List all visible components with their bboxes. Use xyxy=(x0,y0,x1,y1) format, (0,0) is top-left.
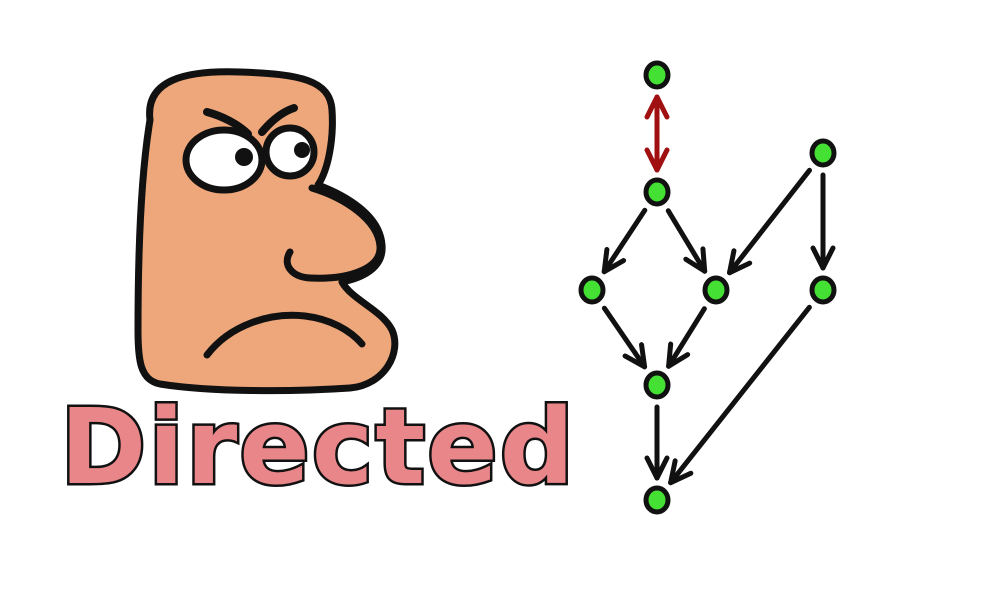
caption-directed: Directed xyxy=(58,386,577,508)
graph-edges xyxy=(601,94,836,486)
graph-edge-g-d xyxy=(727,167,812,276)
left-eye xyxy=(182,126,266,194)
directed-graph xyxy=(578,60,837,515)
angry-face-icon xyxy=(134,68,399,395)
graph-edge-h-f xyxy=(668,304,812,486)
nose xyxy=(283,184,384,282)
graph-node-b xyxy=(643,177,671,207)
right-eye xyxy=(262,124,318,180)
graph-edge-b-d xyxy=(665,208,708,274)
graph-edge-c-e xyxy=(601,305,648,370)
graph-node-d xyxy=(702,275,730,305)
graph-edge-b-c xyxy=(601,207,648,275)
graph-node-a xyxy=(643,60,671,90)
graph-edge-d-e xyxy=(666,306,707,369)
right-pupil xyxy=(294,142,310,158)
graph-node-h xyxy=(809,275,837,305)
graph-node-g xyxy=(809,138,837,168)
left-pupil xyxy=(235,148,253,166)
graph-nodes xyxy=(578,60,837,515)
graph-node-f xyxy=(643,485,671,515)
graph-node-c xyxy=(578,275,606,305)
frowning-mouth xyxy=(203,311,366,359)
graph-node-e xyxy=(643,370,671,400)
right-eyebrow xyxy=(258,104,298,136)
